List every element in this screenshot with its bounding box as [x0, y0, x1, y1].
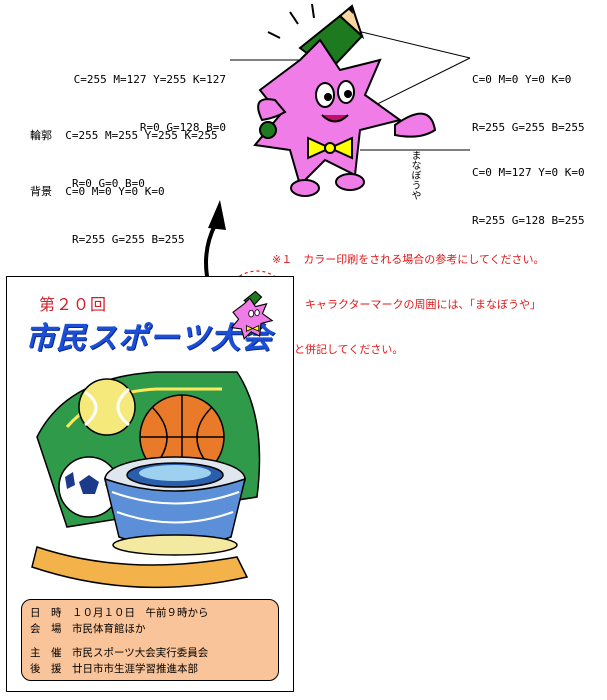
stadium-icon — [103, 456, 247, 556]
spec-background-label: 背景 — [30, 185, 52, 198]
date-value: １０月１０日 午前９時から — [72, 607, 209, 619]
tennis-ball-icon — [78, 378, 136, 436]
host-value: 市民スポーツ大会実行委員会 — [72, 647, 209, 659]
info-row-date: 日 時 １０月１０日 午前９時から — [30, 605, 270, 621]
poster-edition: 第２０回 — [39, 295, 108, 314]
sparkle-lines-icon — [267, 3, 315, 39]
mascot-icon — [253, 3, 437, 197]
spec-outline-label: 輪郭 — [30, 129, 52, 142]
bow-tie-icon — [307, 136, 353, 160]
note-line3: と併記してください。 — [272, 343, 404, 356]
notes: ※１ カラー印刷をされる場合の参考にしてください。 ２ キャラクターマークの周囲… — [272, 222, 545, 372]
character-name-vertical: まなぼうや — [409, 150, 420, 200]
note-line2: ２ キャラクターマークの周囲には、「まなぼうや」 — [272, 298, 542, 311]
date-label: 日 時 — [30, 607, 62, 619]
spec-outline: 輪郭 C=255 M=255 Y=255 K=255 R=0 G=0 B=0 — [30, 96, 218, 208]
support-value: 廿日市市生涯学習推進本部 — [72, 663, 198, 675]
leader-line-right-top-a — [344, 27, 471, 59]
poster: 第２０回 市民スポーツ大会 — [6, 276, 294, 692]
poster-artwork — [31, 290, 274, 589]
spec-body-line1: C=255 M=127 Y=255 K=127 — [73, 73, 226, 86]
event-info-box: 日 時 １０月１０日 午前９時から 会 場 市民体育館ほか 主 催 市民スポーツ… — [21, 599, 279, 681]
spec-background-line2: R=255 G=255 B=255 — [72, 233, 185, 246]
small-mascot-icon — [230, 290, 274, 340]
spec-right-top: C=0 M=0 Y=0 K=0 R=255 G=255 B=255 — [472, 40, 585, 152]
poster-title: 市民スポーツ大会 — [25, 321, 273, 356]
host-label: 主 催 — [30, 647, 62, 659]
spec-body: C=255 M=127 Y=255 K=127 R=0 G=128 B=0 — [58, 40, 226, 152]
spec-right-top-line1: C=0 M=0 Y=0 K=0 — [472, 73, 572, 86]
spec-right-bottom-line2: R=255 G=128 B=255 — [472, 214, 585, 227]
spec-right-bottom: C=0 M=127 Y=0 K=0 R=255 G=128 B=255 — [472, 133, 585, 245]
support-label: 後 援 — [30, 663, 62, 675]
ribbon-icon — [31, 546, 249, 589]
venue-label: 会 場 — [30, 623, 62, 635]
note-line1: ※１ カラー印刷をされる場合の参考にしてください。 — [272, 253, 545, 266]
spec-right-bottom-line1: C=0 M=127 Y=0 K=0 — [472, 166, 585, 179]
spec-outline-line1: C=255 M=255 Y=255 K=255 — [65, 129, 218, 142]
spec-background: 背景 C=0 M=0 Y=0 K=0 R=255 G=255 B=255 — [30, 152, 185, 264]
spec-background-line1: C=0 M=0 Y=0 K=0 — [65, 185, 165, 198]
info-row-venue: 会 場 市民体育館ほか — [30, 621, 270, 637]
info-row-host: 主 催 市民スポーツ大会実行委員会 — [30, 645, 270, 661]
venue-value: 市民体育館ほか — [72, 623, 146, 635]
spec-outline-line2: R=0 G=0 B=0 — [72, 177, 145, 190]
spec-right-top-line2: R=255 G=255 B=255 — [472, 121, 585, 134]
spec-body-line2: R=0 G=128 B=0 — [139, 121, 226, 134]
info-row-support: 後 援 廿日市市生涯学習推進本部 — [30, 661, 270, 677]
